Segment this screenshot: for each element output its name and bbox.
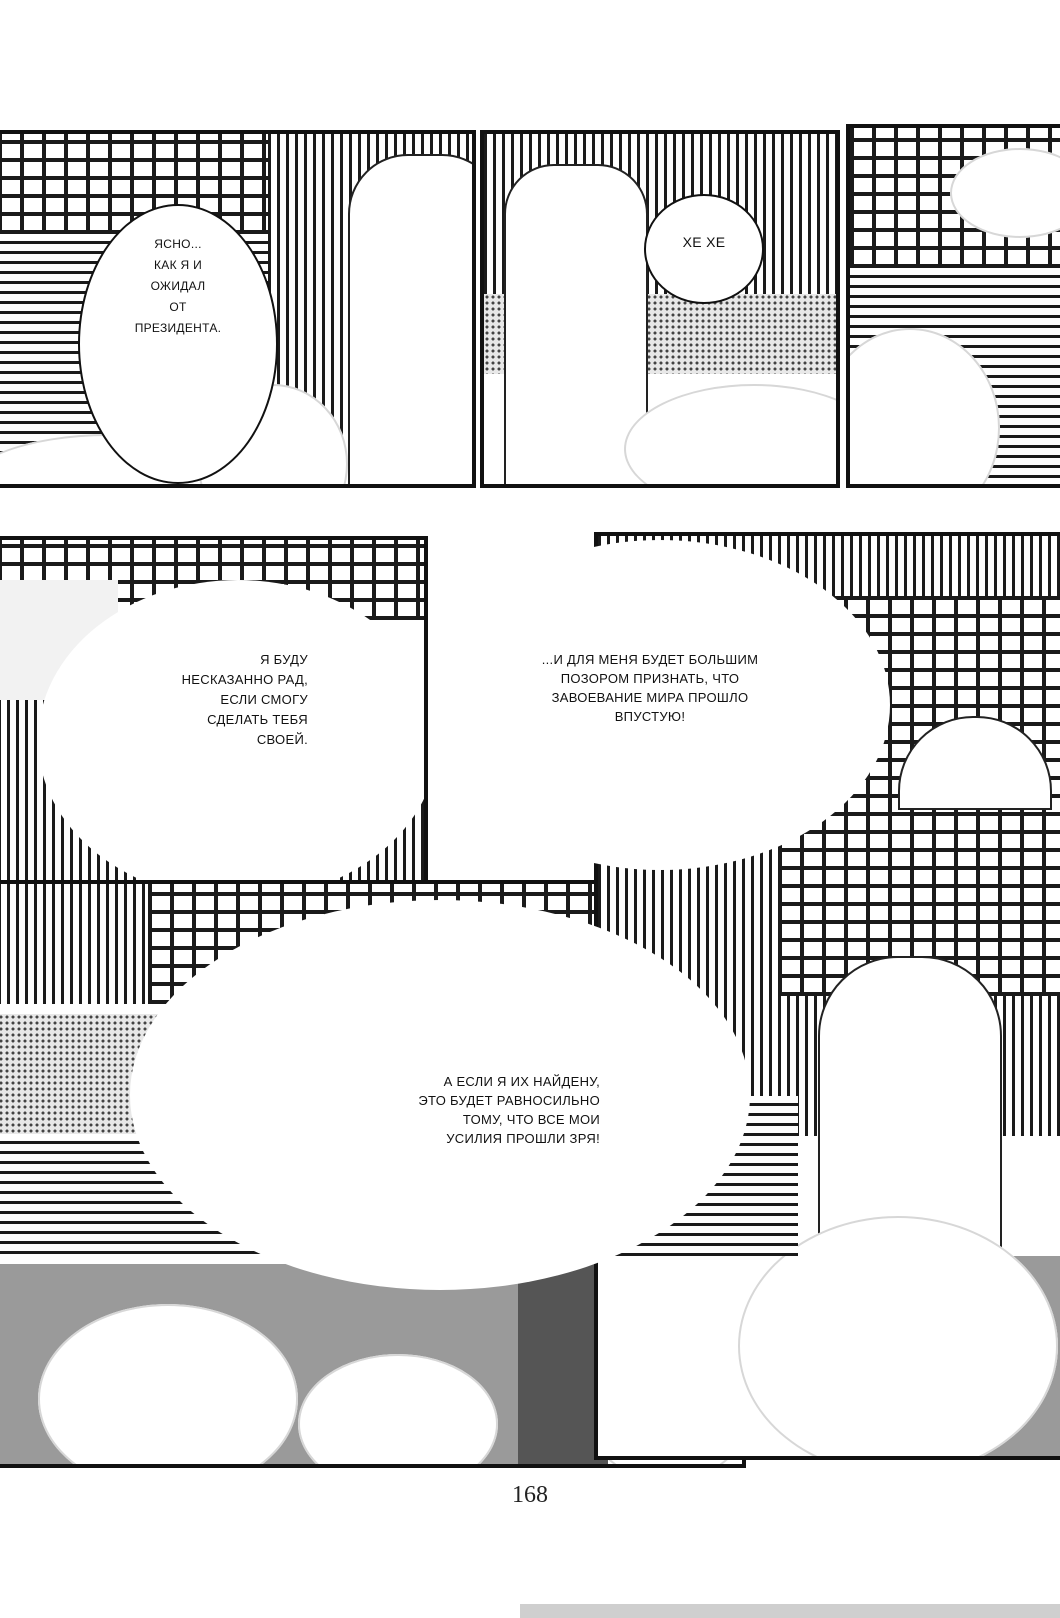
dialogue-text: ЯСНО... КАК Я И ОЖИДАЛ ОТ ПРЕЗИДЕНТА. (134, 237, 222, 335)
dialogue-text: А ЕСЛИ Я ИХ НАЙДЕНУ, ЭТО БУДЕТ РАВНОСИЛЬ… (418, 1074, 600, 1146)
character-figure (818, 956, 1002, 1260)
scan-edge (520, 1604, 1060, 1618)
panel-4: Я БУДУ НЕСКАЗАННО РАД, ЕСЛИ СМОГУ СДЕЛАТ… (0, 536, 428, 898)
speech-bubble (38, 580, 424, 894)
page-number: 168 (512, 1482, 548, 1508)
dialogue-text: ...И ДЛЯ МЕНЯ БУДЕТ БОЛЬШИМ ПОЗОРОМ ПРИЗ… (541, 652, 759, 724)
dialogue-text: ХЕ ХЕ (682, 234, 726, 250)
panel-3 (846, 124, 1060, 488)
speech-bubble (78, 204, 278, 484)
character-figure (348, 154, 472, 484)
speech-bubble (430, 540, 890, 870)
speech-bubble (644, 194, 764, 304)
speech-bubble (130, 900, 750, 1290)
dialogue-text: Я БУДУ НЕСКАЗАННО РАД, ЕСЛИ СМОГУ СДЕЛАТ… (181, 652, 308, 747)
panel-2: ХЕ ХЕ (480, 130, 840, 488)
character-figure (504, 164, 648, 484)
panel-1: ЯСНО... КАК Я И ОЖИДАЛ ОТ ПРЕЗИДЕНТА. (0, 130, 476, 488)
